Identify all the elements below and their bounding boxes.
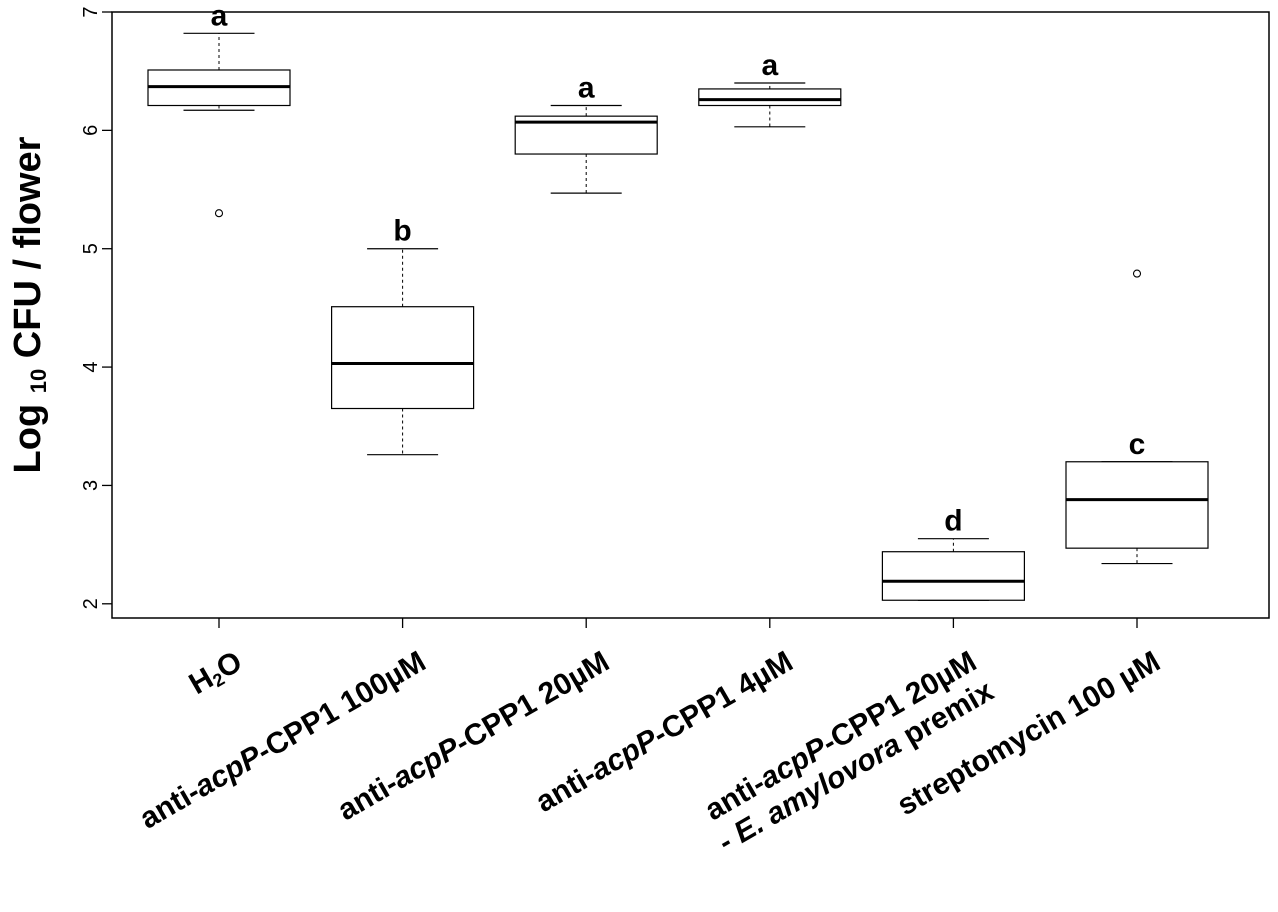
significance-letter: c bbox=[1129, 428, 1146, 461]
box-group: a bbox=[514, 72, 658, 194]
significance-letter: a bbox=[211, 0, 228, 32]
box bbox=[698, 88, 842, 107]
box-group: a bbox=[147, 0, 291, 218]
significance-letter: a bbox=[578, 72, 595, 105]
x-tick-label-text: H2O bbox=[184, 645, 249, 702]
x-tick-label-text: anti-acpP-CPP1 100µM bbox=[134, 645, 431, 836]
x-tick-label-part: -CPP1 20µM bbox=[449, 645, 615, 760]
box-group: d bbox=[881, 505, 1026, 601]
x-tick-label-part: -CPP1 100µM bbox=[251, 645, 431, 768]
x-tick-label: anti-acpP-CPP1 100µM bbox=[134, 645, 431, 836]
box-group: c bbox=[1065, 269, 1209, 565]
outlier-point bbox=[1132, 269, 1142, 278]
x-tick-label: H2O bbox=[184, 645, 249, 702]
y-axis-label-subscript: 10 bbox=[26, 369, 51, 393]
y-tick-label: 7 bbox=[80, 6, 102, 17]
box bbox=[1065, 461, 1209, 549]
y-tick-label: 6 bbox=[80, 125, 102, 136]
x-tick-label-part: -CPP1 4µM bbox=[647, 645, 798, 751]
y-axis-label: Log 10 CFU / flower bbox=[7, 136, 51, 473]
y-axis: 2 3 4 5 6 7 bbox=[80, 6, 112, 609]
box-series: a b a a d c bbox=[147, 0, 1209, 601]
box bbox=[881, 551, 1026, 601]
box-group: b bbox=[331, 215, 475, 456]
y-axis-label-part: Log bbox=[7, 393, 49, 473]
plot-frame bbox=[111, 11, 1270, 619]
box bbox=[331, 306, 475, 410]
significance-letter: a bbox=[761, 49, 778, 82]
y-tick-label: 3 bbox=[80, 480, 102, 491]
outlier-point bbox=[214, 209, 224, 218]
significance-letter: b bbox=[393, 215, 411, 248]
y-tick-label: 2 bbox=[80, 598, 102, 609]
box-group: a bbox=[698, 49, 842, 128]
y-axis-label-part: CFU / flower bbox=[7, 136, 49, 368]
significance-letter: d bbox=[944, 505, 962, 538]
y-tick-label: 5 bbox=[80, 243, 102, 254]
y-tick-label: 4 bbox=[80, 362, 102, 373]
